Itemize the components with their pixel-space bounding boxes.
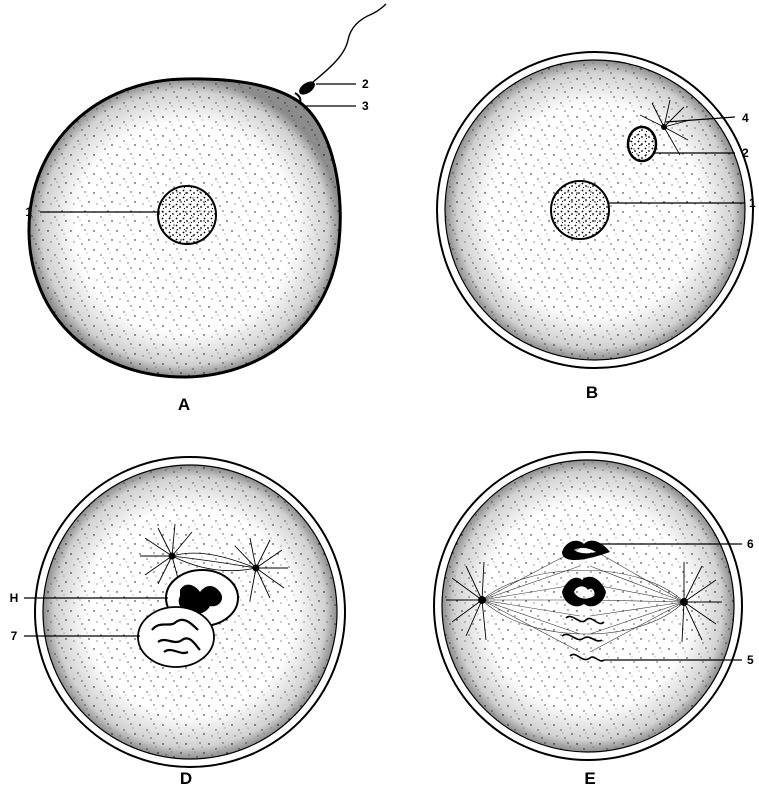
leader-b-4 (665, 116, 736, 123)
panel-a: 1 2 3 A (25, 3, 387, 414)
aster-right-d (234, 537, 288, 601)
label-d-7: 7 (11, 629, 18, 643)
chromatin-threads-d (151, 618, 201, 655)
label-d-h: H (10, 591, 19, 605)
mitotic-spindle-e (481, 547, 685, 653)
spindle-d (171, 552, 257, 572)
aster-left-d (140, 523, 193, 587)
chromosome-middle-e (562, 576, 606, 607)
fertilization-membrane-e (433, 451, 743, 761)
panel-e: 6 5 E (433, 451, 754, 788)
sperm-nucleus-b (626, 125, 658, 163)
label-a-3: 3 (362, 99, 369, 113)
panel-b: 4 2 1 B (436, 51, 756, 402)
chromosomes-lower-e (561, 615, 605, 662)
label-e-6: 6 (747, 537, 754, 551)
fertilization-membrane-d (34, 456, 346, 768)
panel-letter-b: B (586, 383, 598, 402)
sperm-aster-b (639, 99, 691, 156)
condensed-chromatin-d (178, 584, 223, 614)
aster-right-e (680, 562, 722, 643)
label-b-4: 4 (742, 111, 749, 125)
sperm-head (299, 81, 315, 95)
fertilization-membrane-b (436, 51, 754, 369)
label-b-2: 2 (742, 146, 749, 160)
label-a-1: 1 (25, 205, 32, 219)
egg-nucleus-b (550, 180, 610, 240)
egg-nucleus-a (157, 185, 217, 245)
label-e-5: 5 (747, 653, 754, 667)
panel-d: H 7 D (10, 456, 346, 788)
panel-letter-e: E (584, 769, 595, 788)
panel-letter-d: D (180, 769, 192, 788)
sperm-tail (312, 3, 387, 83)
chromosome-upper-e (562, 540, 610, 560)
label-a-2: 2 (362, 77, 369, 91)
label-b-1: 1 (749, 196, 756, 210)
female-pronucleus-d (137, 606, 215, 668)
aster-left-e (446, 561, 487, 641)
fertilization-cone (294, 92, 302, 105)
panel-letter-a: A (178, 395, 190, 414)
